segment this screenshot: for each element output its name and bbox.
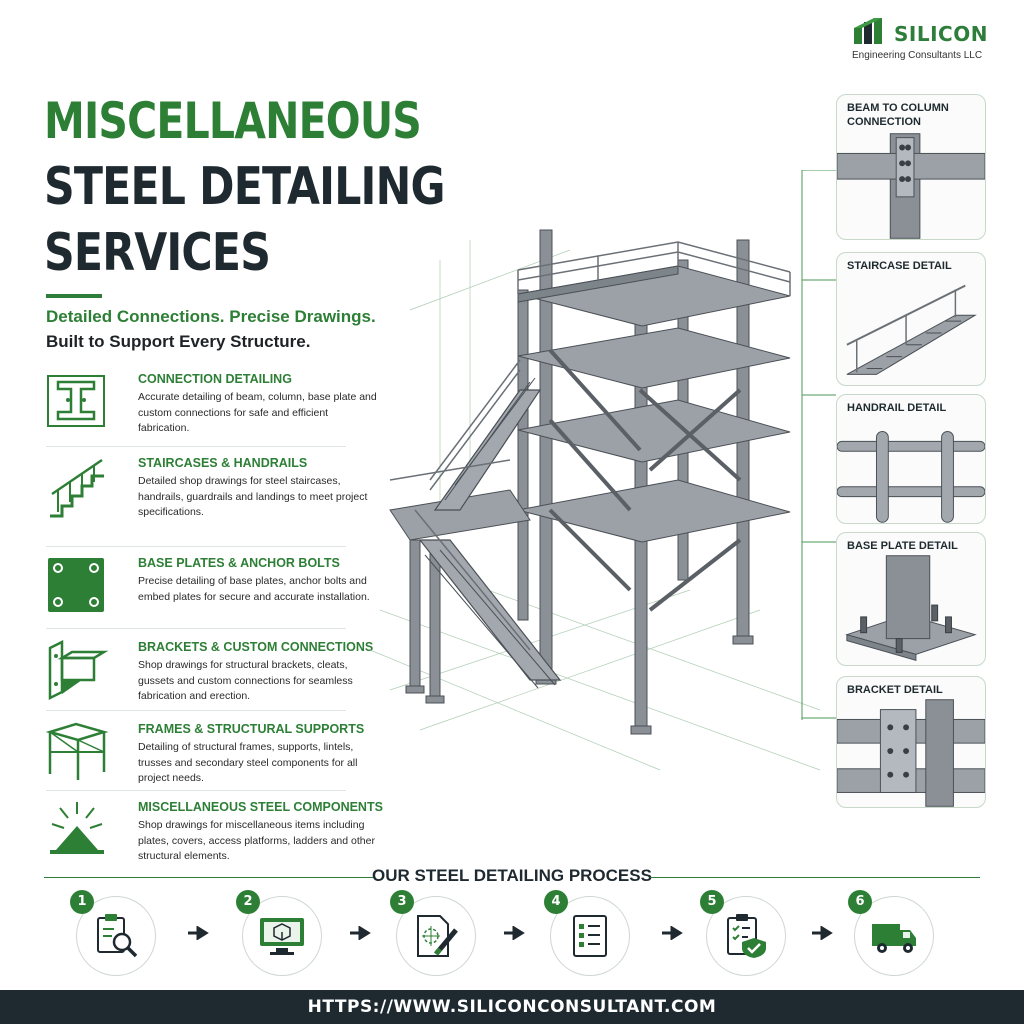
steel-structure-illustration <box>369 229 821 771</box>
detail-card-beam-column[interactable]: BEAM TO COLUMN CONNECTION <box>836 94 986 240</box>
step-number: 3 <box>390 890 414 914</box>
service-description: Accurate detailing of beam, column, base… <box>138 391 377 434</box>
service-title: BASE PLATES & ANCHOR BOLTS <box>138 556 340 570</box>
service-divider <box>46 546 346 547</box>
process-step-5[interactable]: 5 <box>700 890 786 976</box>
process-title: OUR STEEL DETAILING PROCESS <box>372 866 652 885</box>
detail-card-label: BEAM TO COLUMN CONNECTION <box>847 102 949 128</box>
clipboard-approved-icon <box>727 914 766 958</box>
step-number: 5 <box>700 890 724 914</box>
title-line-1: MISCELLANEOUS <box>44 92 422 150</box>
i-beam-icon <box>47 375 105 427</box>
silicon-logo-icon <box>854 18 882 44</box>
service-title: MISCELLANEOUS STEEL COMPONENTS <box>138 800 383 814</box>
step-number: 6 <box>848 890 872 914</box>
service-description: Detailing of structural frames, supports… <box>138 741 358 784</box>
handrail-detail-icon <box>837 431 985 523</box>
process-divider-left <box>44 877 374 878</box>
detail-card-staircase[interactable]: STAIRCASE DETAIL <box>836 252 986 386</box>
process-step-2[interactable]: 2 <box>236 890 322 976</box>
title-divider <box>46 294 102 298</box>
detail-card-label: HANDRAIL DETAIL <box>847 402 947 414</box>
service-title: BRACKETS & CUSTOM CONNECTIONS <box>138 640 374 654</box>
service-title: CONNECTION DETAILING <box>138 372 292 386</box>
detail-card-base-plate[interactable]: BASE PLATE DETAIL <box>836 532 986 666</box>
bracket-icon <box>48 640 108 701</box>
process-step-4[interactable]: 4 <box>544 890 630 976</box>
brand-logo[interactable]: SILICON Engineering Consultants LLC <box>850 14 1000 66</box>
title-line-2: STEEL DETAILING <box>44 157 445 217</box>
checklist-icon <box>573 915 607 957</box>
page-title: MISCELLANEOUS STEEL DETAILING SERVICES <box>44 88 533 286</box>
detail-connector-lines <box>801 170 836 720</box>
process-step-3[interactable]: 3 <box>390 890 476 976</box>
process-step-1[interactable]: 1 <box>70 890 156 976</box>
service-description: Detailed shop drawings for steel stairca… <box>138 475 368 518</box>
footer-bar: HTTPS://WWW.SILICONCONSULTANT.COM <box>0 990 1024 1024</box>
detail-card-bracket[interactable]: BRACKET DETAIL <box>836 676 986 808</box>
service-divider <box>46 628 346 629</box>
components-icon <box>50 802 104 854</box>
detail-card-label: BRACKET DETAIL <box>847 684 943 696</box>
service-divider <box>46 790 346 791</box>
service-description: Shop drawings for miscellaneous items in… <box>138 819 375 862</box>
service-description: Precise detailing of base plates, anchor… <box>138 575 370 603</box>
beam-column-detail-icon <box>837 133 985 239</box>
staircase-icon <box>50 458 104 518</box>
process-step-6[interactable]: 6 <box>848 890 934 976</box>
arrow-right-icon <box>504 926 525 940</box>
service-description: Shop drawings for structural brackets, c… <box>138 659 353 702</box>
arrow-right-icon <box>188 926 209 940</box>
monitor-model-icon <box>260 918 304 955</box>
step-number: 4 <box>544 890 568 914</box>
detail-card-handrail[interactable]: HANDRAIL DETAIL <box>836 394 986 524</box>
arrow-right-icon <box>350 926 371 940</box>
frame-icon <box>46 722 108 780</box>
title-line-3: SERVICES <box>44 223 271 283</box>
service-divider <box>46 710 346 711</box>
detail-card-label: BASE PLATE DETAIL <box>847 540 958 552</box>
arrow-right-icon <box>812 926 833 940</box>
staircase-detail-icon <box>846 284 977 375</box>
clipboard-search-icon <box>97 914 138 958</box>
base-plate-icon <box>48 558 104 612</box>
bracket-detail-icon <box>837 699 985 807</box>
delivery-truck-icon <box>872 924 916 953</box>
brand-name: SILICON <box>894 22 988 46</box>
tagline: Detailed Connections. Precise Drawings. … <box>46 304 376 354</box>
tagline-line-2: Built to Support Every Structure. <box>46 332 311 351</box>
service-title: FRAMES & STRUCTURAL SUPPORTS <box>138 722 365 736</box>
brand-subtitle: Engineering Consultants LLC <box>852 50 983 61</box>
arrow-right-icon <box>662 926 683 940</box>
service-title: STAIRCASES & HANDRAILS <box>138 456 308 470</box>
step-number: 1 <box>70 890 94 914</box>
step-number: 2 <box>236 890 260 914</box>
service-divider <box>46 446 346 447</box>
base-plate-detail-icon <box>845 555 977 661</box>
drawing-pencil-icon <box>417 915 458 957</box>
website-link[interactable]: HTTPS://WWW.SILICONCONSULTANT.COM <box>307 997 717 1017</box>
tagline-line-1: Detailed Connections. Precise Drawings. <box>46 307 376 326</box>
detail-card-label: STAIRCASE DETAIL <box>847 260 952 272</box>
process-divider-right <box>650 877 980 878</box>
